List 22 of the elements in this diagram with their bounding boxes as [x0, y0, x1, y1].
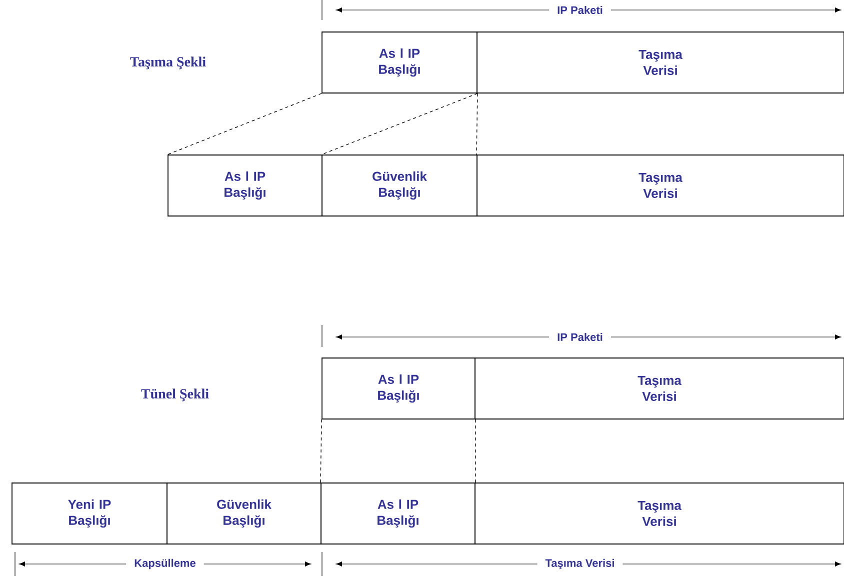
packet-field: Yeni IP Başlığı: [12, 482, 168, 544]
packet-field: Taşıma Verisi: [474, 482, 844, 544]
packet-field: As l IP Başlığı: [320, 482, 476, 544]
dashed-connector: [321, 93, 478, 155]
dimension-label: IP Paketi: [549, 332, 611, 342]
dashed-connector: [476, 93, 478, 155]
dashed-connector: [475, 419, 476, 483]
packet-field: Güvenlik Başlığı: [166, 482, 322, 544]
dimension-label: Taşıma Verisi: [537, 558, 623, 570]
packet-field: Taşıma Verisi: [476, 32, 844, 94]
packet-field: As l IP Başlığı: [322, 32, 478, 94]
dimension-label: IP Paketi: [549, 4, 611, 16]
section-title: Tünel Şekli: [141, 388, 209, 402]
dashed-connector: [167, 93, 322, 155]
packet-field: Taşıma Verisi: [474, 358, 844, 420]
section-title: Taşıma Şekli: [130, 56, 206, 70]
packet-field: Taşıma Verisi: [476, 154, 844, 216]
packet-field: Güvenlik Başlığı: [322, 154, 478, 216]
packet-field: As l IP Başlığı: [168, 154, 322, 216]
dashed-connector: [320, 419, 322, 483]
packet-field: As l IP Başlığı: [322, 358, 476, 420]
dimension-label: Kapsülleme: [126, 558, 204, 570]
